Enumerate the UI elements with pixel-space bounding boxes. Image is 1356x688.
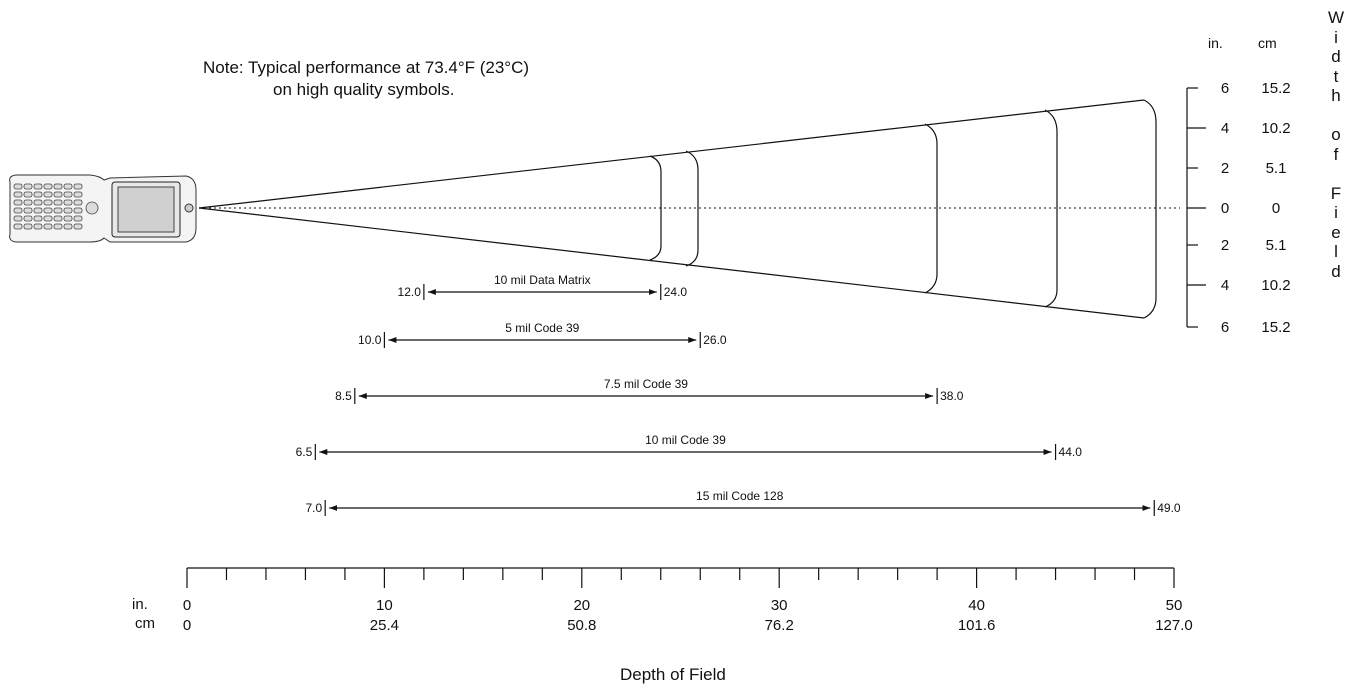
range-near-label: 12.0 [398, 285, 422, 299]
range-near-label: 10.0 [358, 333, 382, 347]
depth-unit-in: in. [132, 596, 148, 613]
range-bars: 12.0 24.0 10 mil Data Matrix 10.0 26.0 5 mil … [296, 273, 1181, 516]
width-title-letter: i [1334, 27, 1338, 47]
depth-label-in: 10 [376, 597, 393, 614]
range-bar: 12.0 24.0 10 mil Data Matrix [398, 273, 688, 300]
depth-unit-cm: cm [135, 615, 155, 632]
beam-upper-edge [198, 99, 1145, 209]
zone-boundary-26 [685, 150, 699, 267]
width-label-in: 0 [1221, 200, 1229, 217]
width-label-in: 4 [1221, 120, 1229, 137]
range-symbol-label: 7.5 mil Code 39 [604, 377, 688, 391]
width-label-cm: 15.2 [1261, 80, 1290, 97]
zone-boundary-24 [649, 155, 662, 261]
width-label-cm: 5.1 [1266, 160, 1287, 177]
range-bar: 8.5 38.0 7.5 mil Code 39 [335, 377, 964, 404]
depth-label-cm: 76.2 [765, 617, 794, 634]
depth-label-in: 50 [1166, 597, 1183, 614]
range-far-label: 26.0 [703, 333, 727, 347]
width-scale-labels: 6 15.2 4 10.2 2 5.1 0 0 2 5.1 4 10.2 6 15.2 [1221, 80, 1291, 336]
depth-label-cm: 0 [183, 617, 191, 634]
zone-boundary-38 [924, 123, 938, 294]
range-far-label: 49.0 [1157, 501, 1181, 515]
range-bar: 6.5 44.0 10 mil Code 39 [296, 433, 1083, 460]
width-title-letter: e [1331, 222, 1341, 242]
zone-boundary-49 [1143, 99, 1157, 319]
zone-boundary-44 [1044, 109, 1058, 308]
depth-label-cm: 127.0 [1155, 617, 1193, 634]
beam-lower-edge [198, 207, 1145, 319]
width-title-letter: d [1331, 47, 1341, 66]
width-label-cm: 10.2 [1261, 120, 1290, 137]
depth-label-in: 20 [573, 597, 590, 614]
range-near-label: 6.5 [296, 445, 313, 459]
width-title-letter: l [1334, 242, 1338, 261]
depth-label-in: 40 [968, 597, 985, 614]
note-line-1: Note: Typical performance at 73.4°F (23°… [203, 58, 530, 77]
depth-label-cm: 50.8 [567, 617, 596, 634]
width-label-in: 6 [1221, 80, 1229, 97]
depth-label-in: 0 [183, 597, 191, 614]
width-label-cm: 0 [1272, 200, 1280, 217]
width-label-in: 4 [1221, 277, 1229, 294]
scan-beam [198, 99, 1180, 319]
depth-label-cm: 25.4 [370, 617, 399, 634]
depth-axis [186, 567, 1175, 588]
depth-label-cm: 101.6 [958, 617, 996, 634]
range-symbol-label: 5 mil Code 39 [505, 321, 579, 335]
width-title-letter: o [1331, 125, 1341, 144]
width-title-letter: F [1330, 183, 1342, 203]
range-bar: 10.0 26.0 5 mil Code 39 [358, 321, 727, 348]
width-label-in: 2 [1221, 237, 1229, 254]
width-label-in: 6 [1221, 319, 1229, 336]
range-near-label: 7.0 [305, 501, 322, 515]
width-label-in: 2 [1221, 160, 1229, 177]
range-far-label: 44.0 [1059, 445, 1083, 459]
width-title-letter: W [1327, 8, 1345, 27]
note-line-2: on high quality symbols. [273, 80, 455, 99]
width-unit-cm: cm [1258, 35, 1277, 51]
range-symbol-label: 10 mil Code 39 [645, 433, 726, 447]
range-near-label: 8.5 [335, 389, 352, 403]
range-bar: 7.0 49.0 15 mil Code 128 [305, 489, 1181, 516]
width-title-letter: d [1331, 261, 1341, 281]
depth-label-in: 30 [771, 597, 788, 614]
width-label-cm: 10.2 [1261, 277, 1290, 294]
width-title-letter: h [1331, 86, 1341, 105]
width-unit-in: in. [1208, 35, 1223, 51]
depth-axis-labels: 0 0 10 25.4 20 50.8 30 76.2 40 101.6 50 127.0 [183, 597, 1193, 634]
width-label-cm: 5.1 [1266, 237, 1287, 254]
performance-note: Note: Typical performance at 73.4°F (23°… [203, 57, 529, 101]
width-label-cm: 15.2 [1261, 319, 1290, 336]
width-title-letter: t [1333, 66, 1339, 86]
range-symbol-label: 15 mil Code 128 [696, 489, 784, 503]
width-title-letter: f [1333, 144, 1339, 164]
depth-of-field-title: Depth of Field [620, 665, 726, 684]
width-title-letter: i [1334, 203, 1338, 222]
handheld-scanner-icon [9, 174, 197, 243]
range-far-label: 24.0 [664, 285, 688, 299]
range-symbol-label: 10 mil Data Matrix [494, 273, 591, 287]
width-scale [1186, 87, 1206, 328]
range-far-label: 38.0 [940, 389, 964, 403]
